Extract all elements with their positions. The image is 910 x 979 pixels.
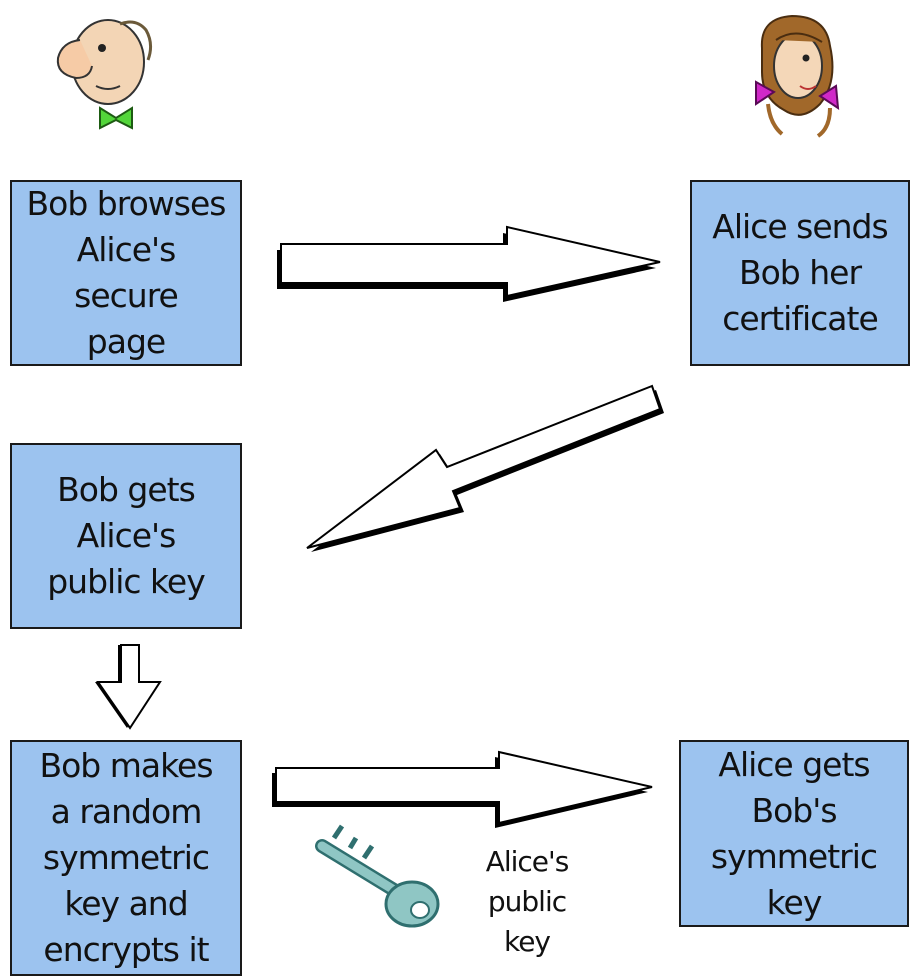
box-bob-makes-text: Bob makes a random symmetric key and enc…	[39, 746, 213, 969]
box-bob-makes: Bob makes a random symmetric key and enc…	[10, 740, 242, 976]
arrow-down	[95, 644, 162, 730]
box-alice-gets-text: Alice gets Bob's symmetric key	[710, 744, 878, 922]
key-label: Alice's public key	[485, 845, 570, 958]
bob-character-icon	[56, 19, 153, 130]
box-alice-sends: Alice sends Bob her certificate	[690, 180, 910, 366]
arrow-diagonal-down-left	[306, 384, 664, 552]
box-bob-browses-text: Bob browses Alice's secure page	[26, 184, 227, 361]
box-alice-sends-text: Alice sends Bob her certificate	[712, 207, 888, 338]
key-icon	[315, 824, 440, 928]
arrow-right-bottom	[272, 750, 653, 828]
box-bob-browses: Bob browses Alice's secure page	[10, 180, 242, 366]
box-alice-gets: Alice gets Bob's symmetric key	[679, 740, 909, 927]
alice-character-icon	[755, 14, 840, 138]
arrow-right-top	[277, 225, 661, 302]
box-bob-gets: Bob gets Alice's public key	[10, 443, 242, 629]
box-bob-gets-text: Bob gets Alice's public key	[47, 470, 206, 601]
